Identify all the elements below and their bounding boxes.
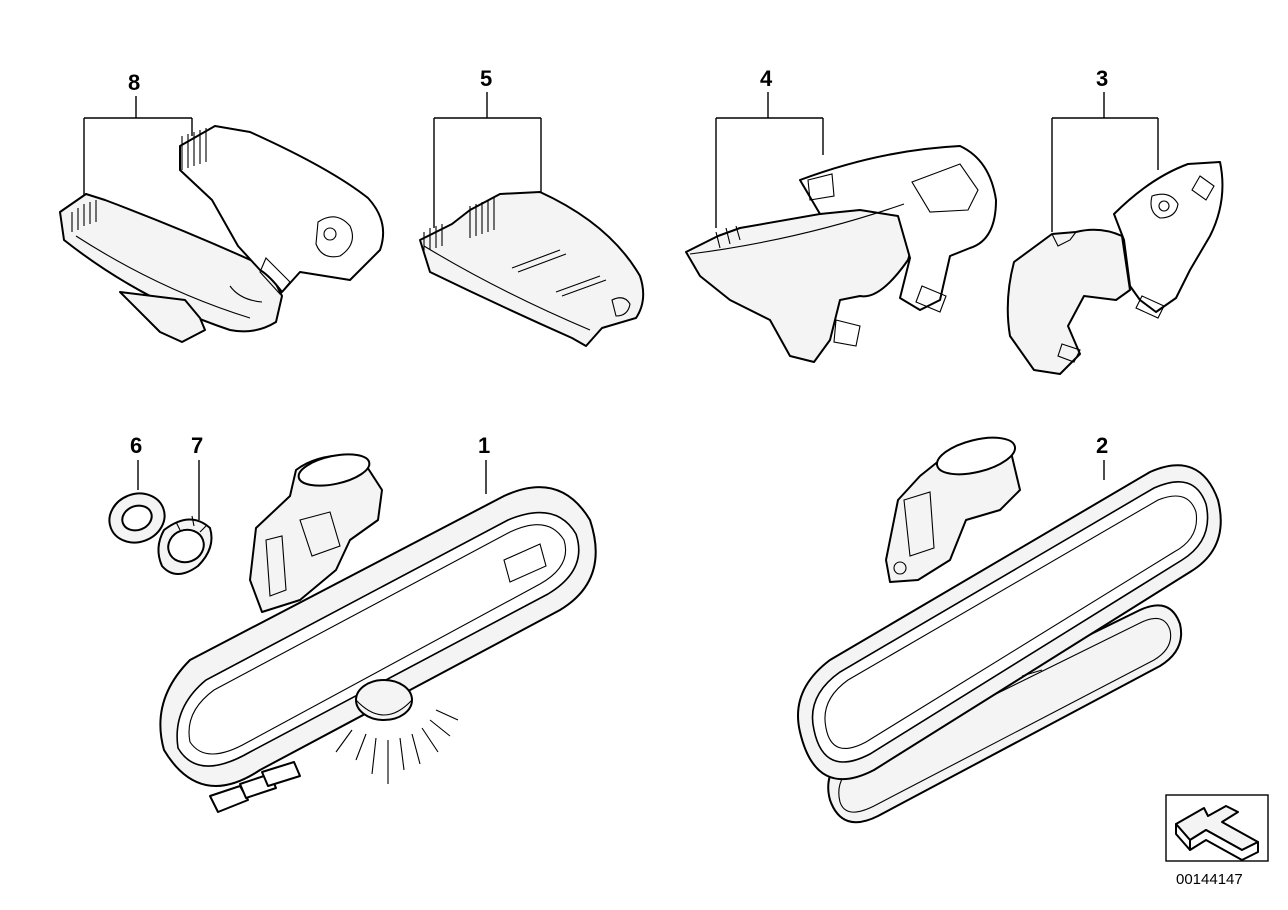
leader-lines xyxy=(83,92,1159,520)
part-5-cover xyxy=(419,191,645,347)
part-4-cover xyxy=(685,145,997,363)
orientation-box xyxy=(1165,794,1269,862)
callout-5: 5 xyxy=(480,66,492,91)
callout-2: 2 xyxy=(1096,433,1108,458)
callout-8: 8 xyxy=(128,70,140,95)
callout-3: 3 xyxy=(1096,66,1108,91)
callout-6: 6 xyxy=(130,433,142,458)
part-6-ring xyxy=(108,492,166,544)
arrow-icon xyxy=(1175,805,1259,861)
part-7-cap xyxy=(157,515,213,575)
callout-7: 7 xyxy=(191,433,203,458)
callout-1: 1 xyxy=(478,433,490,458)
part-1-mirror xyxy=(159,453,597,813)
diagram-number: 00144147 xyxy=(1176,871,1243,888)
callout-4: 4 xyxy=(760,66,773,91)
part-2-mirror xyxy=(797,436,1222,824)
part-3-cover xyxy=(1006,161,1224,375)
part-8-cover xyxy=(59,125,384,343)
